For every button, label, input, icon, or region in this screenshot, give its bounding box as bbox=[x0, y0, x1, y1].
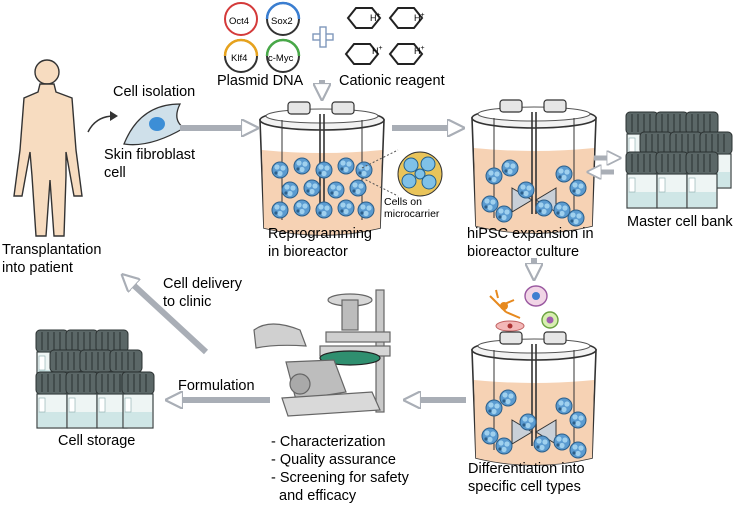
cell-delivery-label-1: Cell delivery bbox=[163, 276, 242, 292]
plasmid-icons bbox=[223, 1, 301, 73]
plus-icon bbox=[312, 26, 334, 48]
reprogramming-bioreactor bbox=[259, 101, 385, 236]
cell-delivery-label-2: to clinic bbox=[163, 294, 212, 310]
cell-isolation-label: Cell isolation bbox=[113, 84, 196, 100]
skin-fibroblast-label-1: Skin fibroblast bbox=[104, 147, 196, 163]
cationic-reagent-icon bbox=[344, 7, 424, 65]
reprogramming-label-1: Reprogramming bbox=[268, 226, 372, 242]
characterization-label-4: and efficacy bbox=[271, 488, 357, 504]
differentiated-cells-icon bbox=[489, 285, 559, 332]
microcarrier-zoom-icon bbox=[397, 151, 443, 197]
charge-label-3: H+ bbox=[372, 45, 383, 56]
cells-on-microcarrier-label-1: Cells on bbox=[384, 196, 422, 208]
human-body-icon bbox=[13, 59, 83, 237]
transplantation-label-2: into patient bbox=[2, 260, 73, 276]
characterization-label-2: - Quality assurance bbox=[271, 452, 396, 468]
skin-fibroblast-label-2: cell bbox=[104, 165, 126, 181]
expansion-label-2: bioreactor culture bbox=[467, 244, 580, 260]
cells-on-microcarrier-label-2: microcarrier bbox=[384, 208, 440, 220]
expansion-label-1: hiPSC expansion in bbox=[467, 226, 594, 242]
cell-storage-vials bbox=[35, 329, 155, 429]
gene-label-cmyc: c-Myc bbox=[268, 53, 294, 64]
expansion-bioreactor bbox=[471, 99, 597, 234]
differentiation-bioreactor bbox=[471, 331, 597, 466]
fibroblast-cell-icon bbox=[123, 103, 186, 146]
gene-label-klf4: Klf4 bbox=[231, 53, 248, 64]
reprogramming-label-2: in bioreactor bbox=[268, 244, 348, 260]
microscope-icon bbox=[253, 289, 391, 417]
arrow-to-patient bbox=[128, 280, 209, 355]
master-cell-bank-vials bbox=[625, 111, 733, 209]
differentiation-label-1: Differentiation into bbox=[468, 461, 585, 477]
charge-label-2: H+ bbox=[414, 12, 425, 23]
transplantation-label-1: Transplantation bbox=[2, 242, 102, 258]
characterization-label-1: - Characterization bbox=[271, 434, 386, 450]
gene-label-sox2: Sox2 bbox=[271, 16, 293, 27]
formulation-label: Formulation bbox=[178, 378, 255, 394]
gene-label-oct4: Oct4 bbox=[229, 16, 250, 27]
differentiation-label-2: specific cell types bbox=[468, 479, 581, 495]
plasmid-dna-label: Plasmid DNA bbox=[217, 73, 304, 89]
master-cell-bank-label: Master cell bank bbox=[627, 214, 733, 230]
cationic-reagent-label: Cationic reagent bbox=[339, 73, 445, 89]
charge-label-4: H+ bbox=[414, 45, 425, 56]
charge-label-1: H+ bbox=[370, 12, 381, 23]
characterization-label-3: - Screening for safety bbox=[271, 470, 409, 486]
cell-storage-label: Cell storage bbox=[58, 433, 136, 449]
